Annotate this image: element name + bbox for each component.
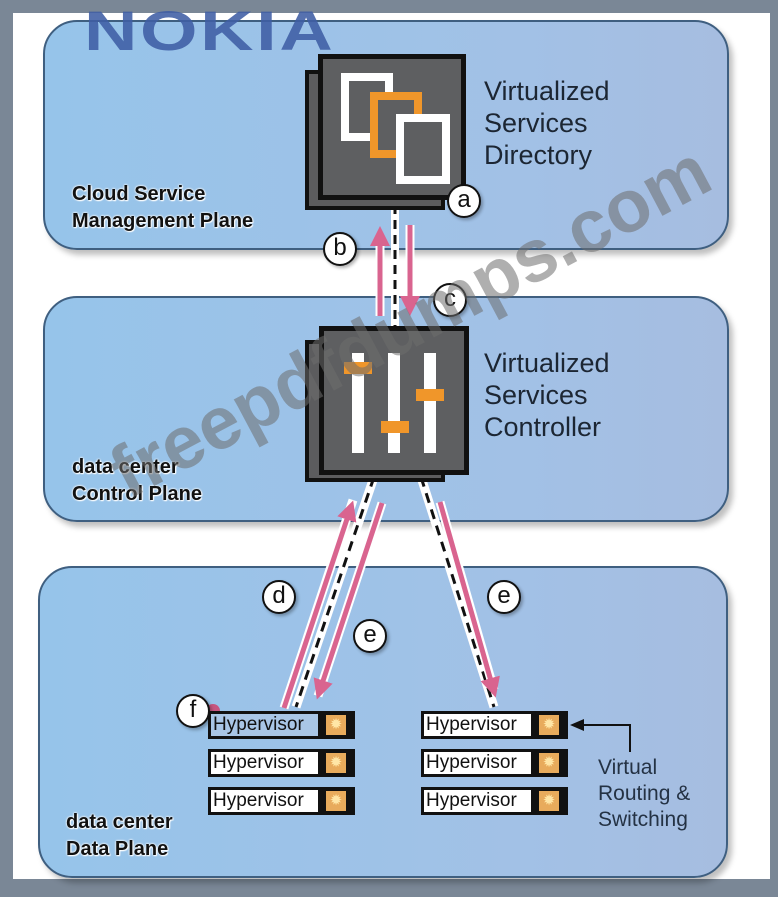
hypervisor-label: Hypervisor bbox=[424, 752, 531, 774]
arrow-d-up bbox=[281, 500, 357, 709]
hypervisor-label: Hypervisor bbox=[424, 714, 531, 736]
gear-icon: ✹ bbox=[539, 715, 559, 735]
data-plane-label: data center Data Plane bbox=[66, 809, 173, 863]
hypervisor-label: Hypervisor bbox=[211, 714, 318, 736]
badge-f: f bbox=[176, 694, 210, 728]
badge-e-left: e bbox=[353, 619, 387, 653]
arrow-e-left-down bbox=[313, 502, 385, 700]
arrow-e-right-down bbox=[437, 501, 500, 698]
vsc-box bbox=[319, 326, 469, 475]
gear-icon: ✹ bbox=[326, 715, 346, 735]
vsd-label-line3: Directory bbox=[484, 140, 593, 170]
vrs-label-line3: Switching bbox=[598, 808, 688, 831]
hypervisor-left-3: Hypervisor ✹ bbox=[208, 787, 355, 815]
stacked-windows-icon bbox=[323, 59, 461, 195]
management-plane-label-line1: Cloud Service bbox=[72, 183, 206, 205]
hypervisor-label: Hypervisor bbox=[211, 790, 318, 812]
gear-icon: ✹ bbox=[539, 753, 559, 773]
sliders-icon bbox=[324, 331, 464, 470]
link-vsc-right-dashed bbox=[419, 476, 496, 708]
vsc-label-line2: Services bbox=[484, 380, 588, 410]
vsc-label-line1: Virtualized bbox=[484, 348, 610, 378]
management-plane-label-line2: Management Plane bbox=[72, 210, 254, 232]
management-plane-label: Cloud Service Management Plane bbox=[72, 181, 253, 235]
hypervisor-label: Hypervisor bbox=[211, 752, 318, 774]
hypervisor-label: Hypervisor bbox=[424, 790, 531, 812]
gear-icon: ✹ bbox=[539, 791, 559, 811]
vsd-label: Virtualized Services Directory bbox=[484, 75, 610, 171]
badge-b: b bbox=[323, 232, 357, 266]
link-vsc-left-dashed bbox=[294, 476, 376, 708]
data-plane-label-line1: data center bbox=[66, 811, 173, 833]
badge-e-right: e bbox=[487, 580, 521, 614]
control-plane-label: data center Control Plane bbox=[72, 454, 202, 508]
badge-c: c bbox=[433, 283, 467, 317]
vrs-label-line1: Virtual bbox=[598, 756, 658, 779]
data-center-data-plane bbox=[38, 566, 728, 878]
vsd-label-line2: Services bbox=[484, 108, 588, 138]
data-plane-label-line2: Data Plane bbox=[66, 838, 169, 860]
vsd-label-line1: Virtualized bbox=[484, 76, 610, 106]
nokia-logo: NOKIA bbox=[84, 0, 336, 62]
gear-icon: ✹ bbox=[326, 753, 346, 773]
gear-icon: ✹ bbox=[326, 791, 346, 811]
vsc-label-line3: Controller bbox=[484, 412, 602, 442]
hypervisor-right-1: Hypervisor ✹ bbox=[421, 711, 568, 739]
badge-a: a bbox=[447, 184, 481, 218]
vrs-label-line2: Routing & bbox=[598, 782, 691, 805]
control-plane-label-line1: data center bbox=[72, 456, 179, 478]
vsc-label: Virtualized Services Controller bbox=[484, 347, 610, 443]
vsd-box bbox=[318, 54, 466, 200]
hypervisor-left-2: Hypervisor ✹ bbox=[208, 749, 355, 777]
vrs-pointer-arrowhead bbox=[570, 719, 584, 731]
vrs-label: Virtual Routing & Switching bbox=[598, 755, 690, 833]
control-plane-label-line2: Control Plane bbox=[72, 483, 203, 505]
hypervisor-right-2: Hypervisor ✹ bbox=[421, 749, 568, 777]
badge-d: d bbox=[262, 580, 296, 614]
hypervisor-right-3: Hypervisor ✹ bbox=[421, 787, 568, 815]
vrs-pointer-line bbox=[580, 724, 631, 752]
hypervisor-left-1: Hypervisor ✹ bbox=[208, 711, 355, 739]
